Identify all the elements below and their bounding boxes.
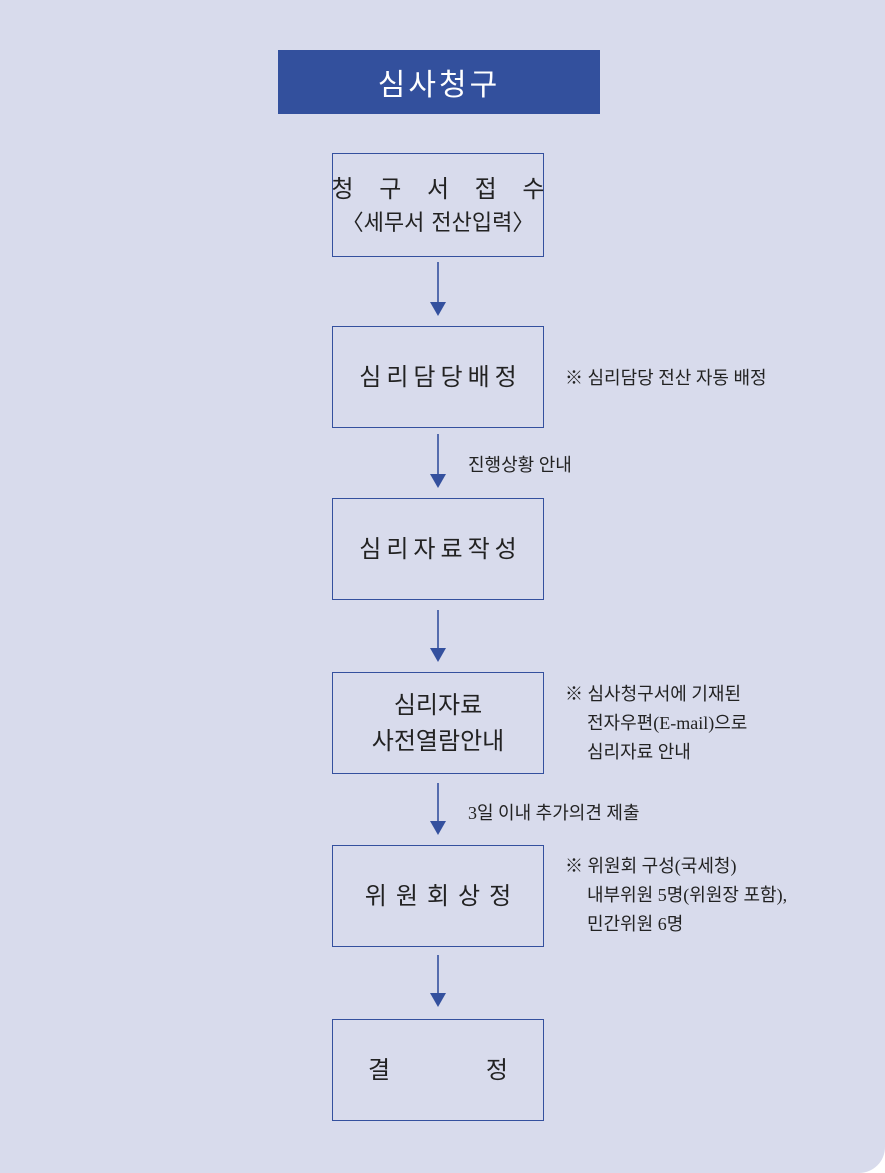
step-receipt-label: 청 구 서 접 수 xyxy=(331,174,554,203)
arrow-down-icon xyxy=(430,783,446,835)
step-committee-label: 위원회상정 xyxy=(364,882,521,910)
step-preview-label-1: 심리자료 xyxy=(393,691,483,719)
note-line: 심리자료 안내 xyxy=(587,742,691,762)
step-preview-note: ※ 심사청구서에 기재된 전자우편(E-mail)으로 심리자료 안내 xyxy=(565,680,747,767)
flow-label-progress: 진행상황 안내 xyxy=(468,455,572,475)
step-committee-note: ※ 위원회 구성(국세청) 내부위원 5명(위원장 포함), 민간위원 6명 xyxy=(565,852,787,939)
step-decision-box: 결 정 xyxy=(332,1019,544,1121)
arrow-down-icon xyxy=(430,610,446,662)
step-assign-note: ※ 심리담당 전산 자동 배정 xyxy=(565,364,767,393)
step-committee-box: 위원회상정 xyxy=(332,845,544,947)
step-prepare-box: 심리자료작성 xyxy=(332,498,544,600)
note-line: ※ 심사청구서에 기재된 xyxy=(565,684,742,704)
note-line: 전자우편(E-mail)으로 xyxy=(587,713,748,733)
flow-label-deadline: 3일 이내 추가의견 제출 xyxy=(468,803,640,823)
note-line: ※ 심리담당 전산 자동 배정 xyxy=(565,368,767,388)
step-decision-char-2: 정 xyxy=(485,1056,508,1084)
step-decision-label: 결 정 xyxy=(368,1052,508,1088)
arrow-down-icon xyxy=(430,434,446,488)
step-receipt-sublabel: 〈세무서 전산입력〉 xyxy=(341,210,535,236)
note-line: 내부위원 5명(위원장 포함), xyxy=(587,885,788,905)
step-preview-box: 심리자료 사전열람안내 xyxy=(332,672,544,774)
note-line: 민간위원 6명 xyxy=(587,914,684,934)
arrow-down-icon xyxy=(430,955,446,1007)
step-preview-label-2: 사전열람안내 xyxy=(371,727,505,755)
step-receipt-box: 청 구 서 접 수 〈세무서 전산입력〉 xyxy=(332,153,544,257)
step-assign-label: 심리담당배정 xyxy=(359,363,522,391)
step-decision-char-1: 결 xyxy=(368,1056,391,1084)
page-title: 심사청구 xyxy=(278,50,600,114)
step-prepare-label: 심리자료작성 xyxy=(359,535,522,563)
arrow-down-icon xyxy=(430,262,446,316)
note-line: ※ 위원회 구성(국세청) xyxy=(565,856,737,876)
step-assign-box: 심리담당배정 xyxy=(332,326,544,428)
